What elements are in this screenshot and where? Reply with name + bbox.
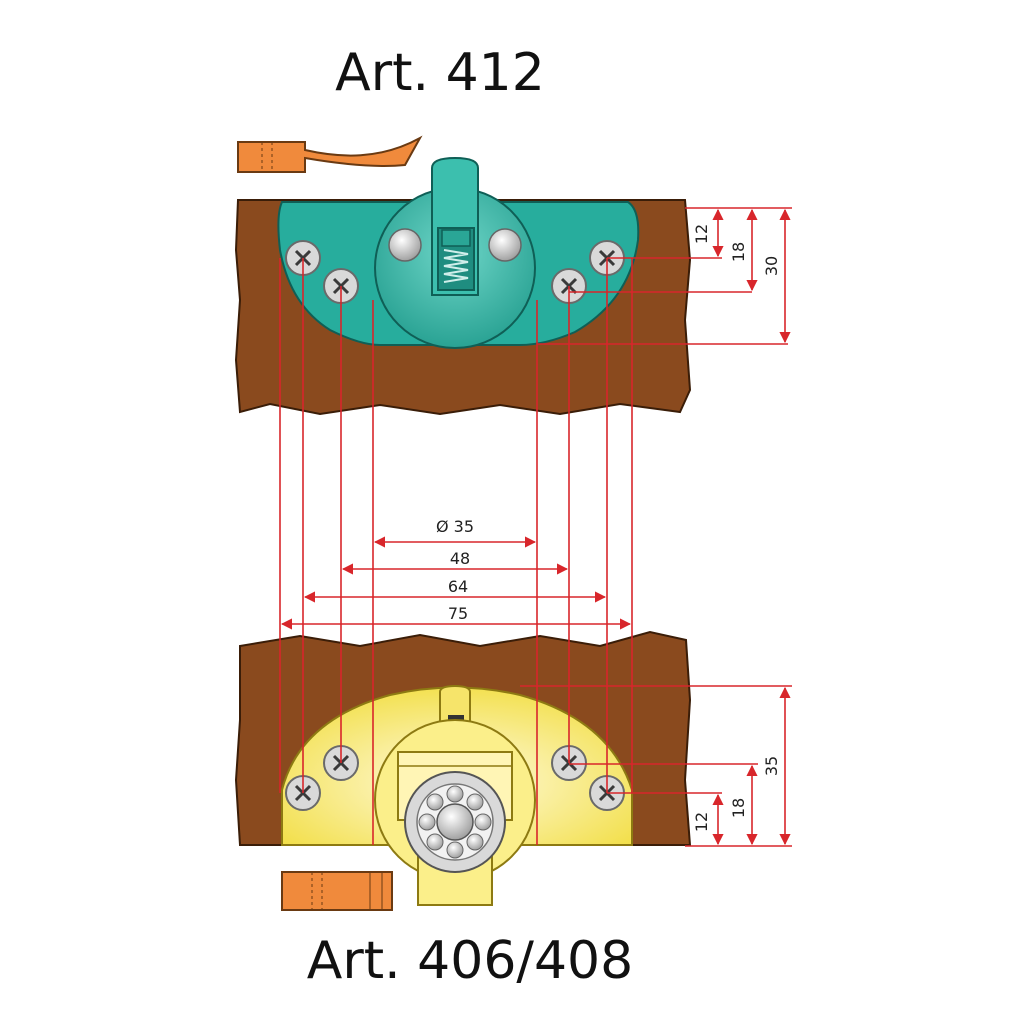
ball-right-top — [488, 228, 522, 262]
reference-lines — [279, 258, 633, 845]
orange-part-top — [237, 135, 423, 173]
dim-label-bottom-35: 35 — [762, 756, 781, 776]
dim-label-64: 64 — [448, 577, 468, 596]
dim-label-bottom-12: 12 — [692, 812, 711, 832]
ball-left-top — [388, 228, 422, 262]
dim-label-top-18: 18 — [729, 242, 748, 262]
spring-icon — [443, 249, 469, 283]
dim-label-75: 75 — [448, 604, 468, 623]
dim-label-top-30: 30 — [762, 256, 781, 276]
bottom-vertical-dimensions: 35 18 12 — [520, 685, 792, 847]
orange-part-bottom — [281, 871, 393, 911]
horizontal-dimensions: Ø 35 48 64 75 — [280, 517, 632, 630]
ball-bearing-icon — [404, 771, 506, 873]
top-vertical-dimensions: 12 18 30 — [537, 207, 792, 345]
title-bottom: Art. 406/408 — [307, 931, 633, 991]
title-top: Art. 412 — [335, 43, 545, 103]
dim-label-diameter: Ø 35 — [436, 517, 474, 536]
dim-label-top-12: 12 — [692, 224, 711, 244]
dim-label-bottom-18: 18 — [729, 798, 748, 818]
dim-label-48: 48 — [450, 549, 470, 568]
